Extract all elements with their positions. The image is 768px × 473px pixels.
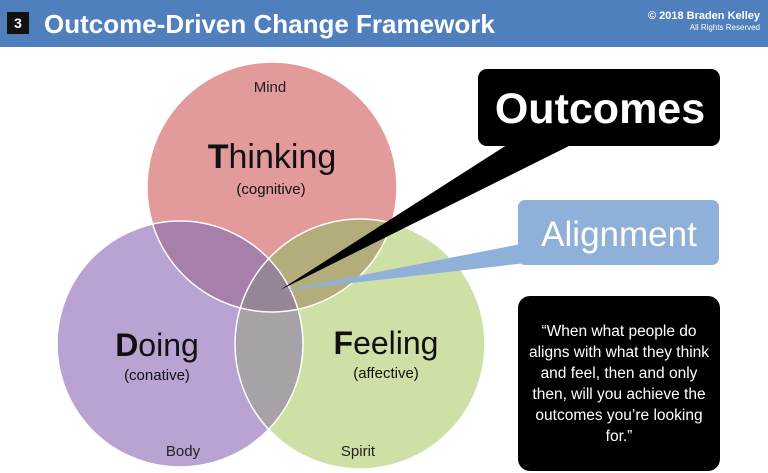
label-feeling: Feeling xyxy=(334,325,439,361)
alignment-pointer xyxy=(281,243,526,291)
copyright-text: © 2018 Braden Kelley xyxy=(647,10,760,22)
slide-number: 3 xyxy=(7,12,29,34)
thinking-initial: T xyxy=(208,138,229,176)
overlap-thinking-feeling xyxy=(235,219,397,312)
page-title: Outcome-Driven Change Framework xyxy=(44,9,495,39)
circle-feeling-edge xyxy=(234,218,486,470)
label-conative: (conative) xyxy=(124,367,190,384)
header-bar: 3 Outcome-Driven Change Framework © 2018… xyxy=(0,0,768,47)
doing-rest: oing xyxy=(138,327,199,363)
alignment-box xyxy=(518,200,719,265)
quote-box: “When what people do aligns with what th… xyxy=(518,296,720,471)
label-doing: Doing xyxy=(115,327,199,363)
outcomes-label: Outcomes xyxy=(495,85,705,133)
label-cognitive: (cognitive) xyxy=(236,181,305,198)
thinking-rest: hinking xyxy=(229,138,337,176)
label-body: Body xyxy=(166,443,201,460)
quote-text: “When what people do aligns with what th… xyxy=(528,322,710,445)
label-affective: (affective) xyxy=(353,365,419,382)
feeling-rest: eeling xyxy=(353,325,438,361)
copyright-notice: © 2018 Braden Kelley All Rights Reserved xyxy=(648,10,760,34)
outcomes-pointer xyxy=(280,143,575,290)
alignment-label: Alignment xyxy=(541,215,697,254)
feeling-initial: F xyxy=(334,325,354,361)
rights-text: All Rights Reserved xyxy=(689,23,760,32)
label-thinking: Thinking xyxy=(208,138,337,176)
overlap-thinking-doing xyxy=(147,221,303,312)
label-mind: Mind xyxy=(254,79,287,96)
circle-thinking-edge xyxy=(146,61,398,313)
outcomes-box xyxy=(478,69,720,146)
doing-initial: D xyxy=(115,327,138,363)
circle-doing-edge xyxy=(56,220,304,468)
label-spirit: Spirit xyxy=(341,443,376,460)
